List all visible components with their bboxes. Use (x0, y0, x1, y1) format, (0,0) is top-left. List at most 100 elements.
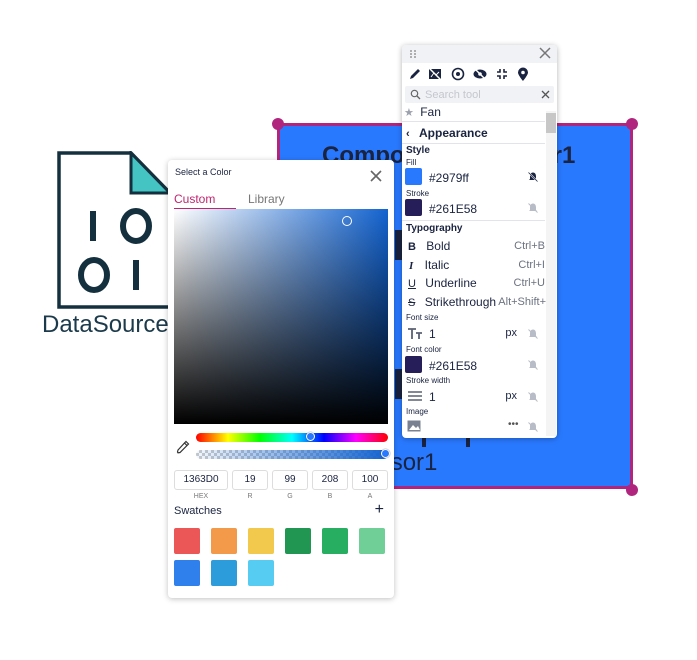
typography-italic[interactable]: I Italic (406, 258, 449, 272)
breadcrumb-row[interactable]: ★ Fan (404, 105, 441, 119)
appearance-header[interactable]: ‹ Appearance (406, 126, 488, 140)
font-size-value[interactable]: 1 (429, 327, 436, 341)
font-size-unit: px (505, 327, 517, 339)
add-swatch-icon[interactable]: + (374, 501, 384, 518)
font-color-value[interactable]: #261E58 (429, 359, 478, 373)
datasource-file-icon[interactable] (56, 149, 174, 311)
resize-handle-bottom-right[interactable] (626, 484, 638, 496)
color-swatch[interactable] (285, 528, 311, 554)
typography-bold[interactable]: B Bold (406, 239, 450, 253)
font-color-label: Font color (406, 345, 442, 354)
tab-library[interactable]: Library (248, 192, 285, 206)
red-label: R (247, 493, 253, 500)
bell-off-icon[interactable] (527, 391, 539, 403)
breadcrumb: Fan (420, 105, 441, 119)
swatches-title: Swatches (174, 505, 222, 517)
color-swatch[interactable] (174, 560, 200, 586)
underline-label: Underline (425, 276, 477, 290)
saturation-value-area[interactable] (174, 209, 388, 424)
color-picker-title: Select a Color (175, 167, 232, 177)
collapse-icon[interactable] (494, 66, 510, 82)
tab-custom[interactable]: Custom (174, 192, 236, 209)
clear-search-icon[interactable] (541, 90, 550, 99)
bold-label: Bold (426, 239, 451, 253)
location-pin-icon[interactable] (515, 66, 531, 82)
stroke-width-icon (408, 391, 422, 401)
image-icon[interactable] (407, 420, 421, 432)
eyedropper-icon[interactable] (176, 440, 190, 454)
more-icon[interactable]: ••• (508, 419, 519, 430)
hue-slider-knob[interactable] (305, 432, 315, 441)
scrollbar[interactable] (546, 111, 556, 436)
red-field[interactable]: 19 (232, 470, 268, 490)
component-shape (422, 435, 426, 447)
drag-handle-icon[interactable] (408, 48, 418, 60)
search-input[interactable] (425, 87, 535, 102)
search-bar (405, 86, 554, 103)
bell-off-icon[interactable] (527, 202, 539, 214)
hue-slider[interactable] (196, 432, 388, 442)
stroke-color-chip[interactable] (405, 199, 422, 216)
datasource-label: DataSource (42, 311, 169, 338)
alpha-field[interactable]: 100 (352, 470, 388, 490)
typography-underline[interactable]: U Underline (406, 276, 477, 290)
stroke-width-unit: px (505, 390, 517, 402)
fill-label: Fill (406, 158, 417, 167)
stroke-width-value[interactable]: 1 (429, 390, 436, 404)
stroke-width-label: Stroke width (406, 376, 451, 385)
blue-field[interactable]: 208 (312, 470, 348, 490)
component-shape (466, 435, 470, 447)
font-color-chip[interactable] (405, 356, 422, 373)
resize-handle-top-right[interactable] (626, 118, 638, 130)
color-swatch[interactable] (174, 528, 200, 554)
resize-handle-top-left[interactable] (272, 118, 284, 130)
fill-value[interactable]: #2979ff (429, 171, 469, 185)
underline-shortcut: Ctrl+U (513, 277, 545, 289)
bell-off-icon[interactable] (527, 359, 539, 371)
color-swatch[interactable] (248, 528, 274, 554)
strikethrough-label: Strikethrough (424, 295, 497, 309)
color-picker-popup: Select a Color Custom Library 1363D0 19 … (168, 160, 394, 598)
typography-heading: Typography (406, 223, 463, 234)
font-size-label: Font size (406, 313, 439, 322)
bell-off-icon[interactable] (527, 421, 539, 433)
eye-off-icon[interactable] (472, 66, 488, 82)
close-icon[interactable] (368, 168, 384, 184)
pencil-icon[interactable] (407, 66, 423, 82)
hex-label: HEX (193, 493, 209, 500)
alpha-slider[interactable] (196, 449, 390, 459)
component-shape (395, 369, 405, 399)
color-swatch[interactable] (248, 560, 274, 586)
search-icon (410, 89, 421, 100)
green-field[interactable]: 99 (272, 470, 308, 490)
style-panel: ★ Fan ‹ Appearance Style Fill #2979ff St… (402, 45, 557, 438)
color-swatch[interactable] (211, 528, 237, 554)
italic-icon: I (409, 260, 414, 272)
stroke-value[interactable]: #261E58 (429, 202, 478, 216)
bold-icon: B (408, 241, 416, 253)
color-swatch[interactable] (211, 560, 237, 586)
stroke-label: Stroke (406, 189, 430, 198)
alpha-slider-knob[interactable] (381, 449, 390, 458)
scrollbar-thumb[interactable] (546, 113, 556, 133)
italic-label: Italic (424, 258, 450, 272)
style-heading: Style (406, 145, 430, 156)
saturation-cursor[interactable] (342, 216, 352, 226)
close-panel-icon[interactable] (538, 46, 552, 60)
divider (402, 121, 545, 122)
typography-strikethrough[interactable]: S Strikethrough (406, 295, 496, 309)
hex-field[interactable]: 1363D0 (174, 470, 228, 490)
color-swatch[interactable] (322, 528, 348, 554)
divider (402, 143, 545, 144)
hide-image-icon[interactable] (427, 66, 443, 82)
color-swatch[interactable] (359, 528, 385, 554)
panel-scroll-area[interactable]: ★ Fan ‹ Appearance Style Fill #2979ff St… (402, 105, 557, 438)
fill-color-chip[interactable] (405, 168, 422, 185)
target-icon[interactable] (450, 66, 466, 82)
bell-off-icon[interactable] (527, 171, 539, 183)
chevron-left-icon[interactable]: ‹ (406, 128, 410, 140)
alpha-label: A (367, 493, 373, 500)
underline-icon: U (408, 278, 416, 290)
bell-off-icon[interactable] (527, 328, 539, 340)
